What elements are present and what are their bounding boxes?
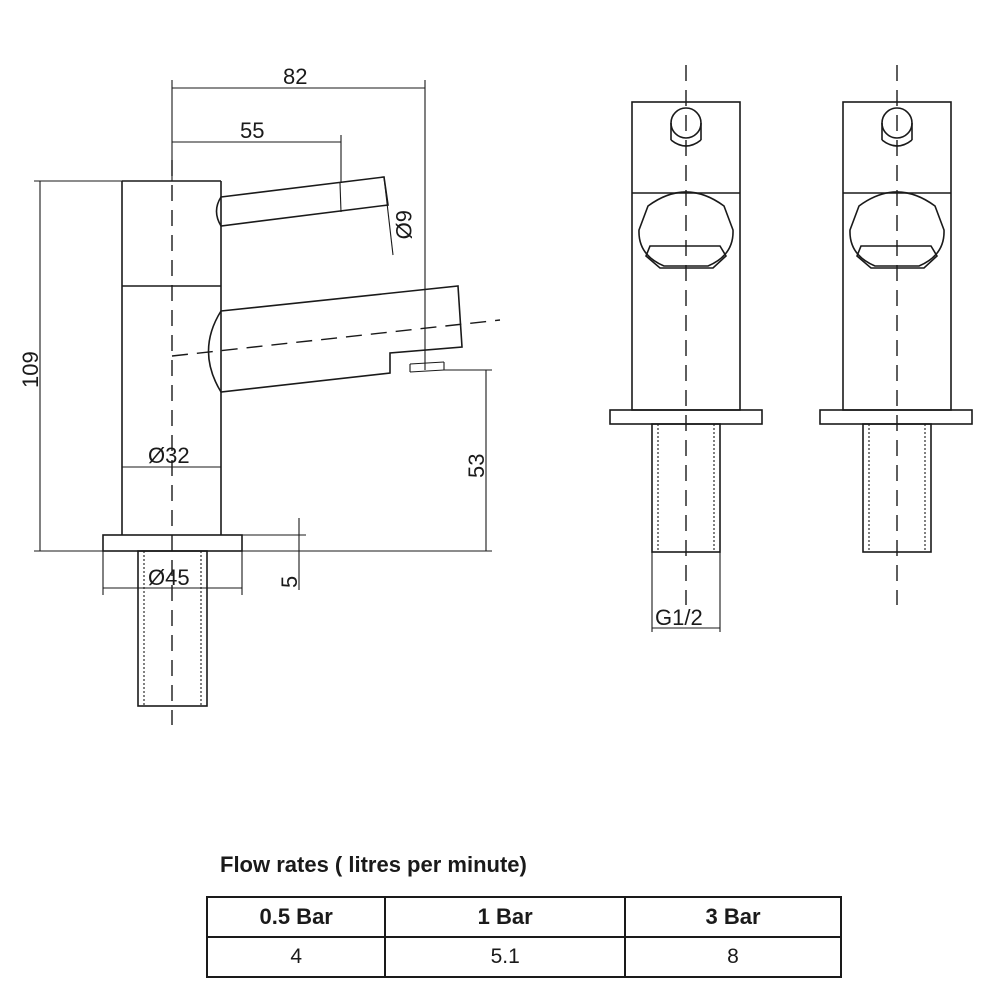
header-cell: 3 Bar: [624, 896, 842, 938]
table-header-row: 0.5 Bar 1 Bar 3 Bar: [205, 896, 842, 938]
dim-55-label: 55: [240, 118, 264, 143]
flow-rates-table: 0.5 Bar 1 Bar 3 Bar 4 5.1 8: [205, 896, 842, 978]
dim-5-label: 5: [277, 576, 302, 588]
dim-82-label: 82: [283, 64, 307, 89]
header-cell: 0.5 Bar: [205, 896, 387, 938]
side-view: 82 55 109 6Ø Ø32 Ø45 53 5: [18, 64, 501, 725]
dim-53-label: 53: [464, 454, 489, 478]
flow-table-title: Flow rates ( litres per minute): [220, 852, 527, 877]
value-cell: 4: [205, 936, 387, 978]
dim-109-label: 109: [18, 351, 43, 388]
dim-45-label: Ø45: [148, 565, 190, 590]
front-view-right: [819, 65, 973, 605]
table-row: 4 5.1 8: [205, 936, 842, 978]
dim-thread-label: G1/2: [655, 605, 703, 630]
dim-6-label: 6Ø: [391, 210, 416, 239]
value-cell: 5.1: [384, 936, 627, 978]
front-view-left: G1/2: [609, 65, 763, 632]
dim-32-label: Ø32: [148, 443, 190, 468]
value-cell: 8: [624, 936, 842, 978]
header-cell: 1 Bar: [384, 896, 627, 938]
